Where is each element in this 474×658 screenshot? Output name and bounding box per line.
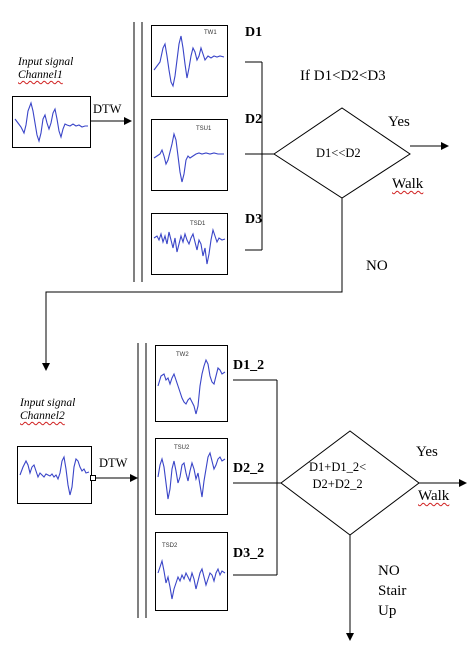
distance-label-d3: D3 [245,212,263,227]
template-plot-tsd1: TSD1 [151,213,228,275]
signal-waveform [153,227,226,265]
signal-waveform [157,358,226,415]
channel1-label: Channel1 [18,69,63,81]
distance-label-d3-2: D3_2 [233,546,265,561]
walk-result-2: Walk [418,488,450,504]
yes-label-1: Yes [388,114,410,130]
template-tag: TSU1 [196,126,212,132]
decision-diamond-1 [273,107,411,199]
distance-label-d1: D1 [245,25,263,40]
no-label-1: NO [366,258,388,274]
input-signal-label-1: Input signal [18,56,74,68]
signal-waveform [157,558,226,600]
channel2-label: Channel2 [20,410,65,422]
input-label-1: Input signal Channel1 [18,56,73,82]
signal-waveform [153,131,224,183]
signal-waveform [14,101,88,143]
distance-label-d2-2: D2_2 [233,461,265,476]
template-plot-tw1: TW1 [151,25,228,97]
input-signal-label-2: Input signal [20,397,76,409]
template-plot-tsu2: TSU2 [155,438,228,515]
template-tag: TSU2 [174,445,190,451]
template-plot-tw2: TW2 [155,345,228,422]
stair-label: Stair [378,583,407,599]
input-signal-plot-1 [12,96,91,148]
diamond-text-2-line1: D1+D1_2< [309,460,367,474]
no-connector [42,198,343,371]
dtw-label-1: DTW [93,102,122,116]
template-plot-tsu1: TSU1 [151,119,228,191]
signal-waveform [157,451,226,500]
template-tag: TSD1 [190,221,206,227]
no-label-2: NO [378,563,400,579]
template-tag: TSD2 [162,543,178,549]
diamond-text-1: D1<<D2 [316,146,361,160]
distance-label-d1-2: D1_2 [233,358,265,373]
no-result-2: NO Stair Up [378,561,406,621]
template-plot-tsd2: TSD2 [155,532,228,611]
signal-waveform [19,455,90,496]
diamond-text-2: D1+D1_2< D2+D2_2 [309,459,366,493]
distance-label-d2: D2 [245,112,263,127]
signal-waveform [153,35,225,88]
dtw-label-2: DTW [99,456,128,470]
input-signal-plot-2 [17,446,92,504]
template-tag: TW2 [176,352,189,358]
up-label: Up [378,603,397,619]
input-label-2: Input signal Channel2 [20,397,75,423]
connector-node [90,475,96,481]
walk-result-1: Walk [392,176,424,192]
yes-label-2: Yes [416,444,438,460]
template-tag: TW1 [204,30,217,36]
condition-header: If D1<D2<D3 [300,68,386,84]
diamond-text-2-line2: D2+D2_2 [312,477,363,491]
